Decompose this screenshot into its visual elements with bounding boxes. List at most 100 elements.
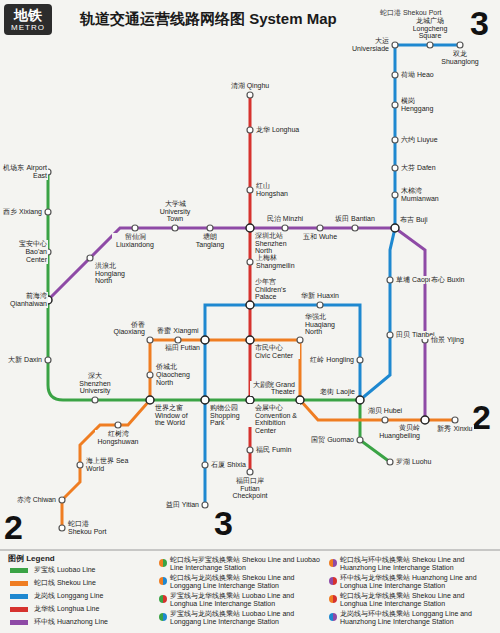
station-dot: [247, 92, 253, 98]
station-name: 荷坳 Heao: [400, 71, 435, 79]
station-dot: [202, 502, 208, 508]
station-name: 大新 Daxin: [7, 356, 43, 364]
legend-swatch: [10, 581, 28, 586]
legend-swatch: [10, 620, 28, 625]
station-dot: [172, 225, 178, 231]
station-dot: [45, 209, 51, 215]
station-name: 赤湾 Chiwan: [16, 496, 57, 504]
metro-logo: 地铁METRO: [4, 4, 52, 35]
interchange-station: [356, 396, 364, 404]
legend-text: 环中线 Huanzhong Line: [34, 618, 108, 626]
station-dot: [202, 462, 208, 468]
station-dot: [382, 417, 388, 423]
station-dot: [392, 72, 398, 78]
station-name: 清湖 Qinghu: [230, 82, 271, 90]
station-name: 世界之窗 Window of the World: [154, 404, 200, 427]
station-name: 华强北 Huaqiang North: [304, 313, 350, 336]
station-name: 市民中心 Civic Center: [254, 344, 300, 359]
station-name: 国贸 Guomao: [310, 436, 355, 444]
interchange-icon-half: [159, 613, 163, 621]
line-5: [48, 228, 425, 420]
station-dot: [427, 42, 433, 48]
interchange-icon-half: [163, 613, 167, 621]
logo-chinese: 地铁: [11, 7, 45, 23]
interchange-station: [246, 396, 254, 404]
station-name: 红树湾 Hongshuwan: [95, 430, 141, 445]
station-dot: [392, 165, 398, 171]
station-name: 购物公园 Shopping Park: [209, 404, 255, 427]
legend-text: 环中线与龙华线换乘站 Huanzhong Line and Longhua Li…: [340, 574, 492, 589]
interchange-icon-half: [333, 577, 337, 585]
legend-text: 蛇口线与龙华线换乘站 Shekou Line and Longhua Line …: [340, 592, 492, 607]
station-name: 黄贝岭 Huangbeiling: [375, 424, 421, 439]
line-number: 2: [4, 510, 23, 544]
station-name: 华新 Huaxin: [300, 292, 340, 300]
interchange-station: [391, 224, 399, 232]
legend-text: 蛇口线与环中线换乘站 Shekou Line and Huanzhong Lin…: [340, 556, 492, 571]
interchange-station: [421, 416, 429, 424]
interchange-station: [246, 301, 254, 309]
legend-swatch: [10, 568, 28, 573]
station-dot: [392, 42, 398, 48]
interchange-icon-half: [163, 595, 167, 603]
station-dot: [59, 525, 65, 531]
station-name: 福田 Futian: [164, 344, 201, 352]
legend-divider: [0, 550, 500, 551]
station-dot: [247, 469, 253, 475]
station-name: 前海湾 Qianhaiwan: [2, 292, 48, 307]
legend-text: 罗宝线与龙华线换乘站 Luobao Line and Longhua Line …: [170, 592, 322, 607]
station-name: 海上世界 Sea World: [85, 457, 131, 472]
legend-text: 罗宝线与龙岗线换乘站 Luobao Line and Longgang Line…: [170, 610, 322, 625]
station-name: 大芬 Dafen: [400, 164, 437, 172]
legend-text: 龙岗线 Longgang Line: [34, 592, 103, 600]
legend-swatch: [10, 607, 28, 612]
interchange-icon-half: [333, 613, 337, 621]
station-name: 坂田 Bantian: [334, 215, 376, 223]
station-name: 大学城 University Town: [152, 200, 198, 223]
station-name: 新秀 Xinxiu: [436, 425, 473, 433]
station-name: 塘朗 Tanglang: [187, 233, 233, 248]
station-name: 大剧院 Grand Theater: [250, 381, 296, 396]
station-dot: [247, 447, 253, 453]
logo-latin: METRO: [11, 23, 45, 32]
station-dot: [357, 357, 363, 363]
station-name: 龙华 Longhua: [255, 126, 300, 134]
station-name: 湖贝 Hubei: [367, 407, 403, 415]
station-name: 木棉湾 Mumianwan: [400, 187, 446, 202]
station-name: 五和 Wuhe: [302, 233, 338, 241]
station-dot: [392, 192, 398, 198]
station-name: 红岭 Hongling: [309, 356, 355, 364]
legend-text: 龙华线 Longhua Line: [34, 605, 99, 613]
line-3: [205, 45, 460, 505]
station-name: 机场东 Airport East: [2, 164, 48, 179]
station-name: 蛇口港 Shekou Port: [67, 520, 113, 535]
station-name: 深大 Shenzhen University: [72, 372, 118, 395]
station-dot: [175, 337, 181, 343]
station-name: 双龙 Shuanglong: [437, 50, 483, 65]
station-dot: [147, 337, 153, 343]
station-dot: [387, 332, 393, 338]
station-name: 龙城广场 Longcheng Square: [407, 17, 453, 40]
interchange-icon-half: [329, 595, 333, 603]
station-name: 少年宫 Children's Palace: [254, 278, 300, 301]
station-dot: [387, 459, 393, 465]
station-name: 会展中心 Convention & Exhibition Center: [254, 404, 300, 435]
legend-text: 蛇口线与罗宝线换乘站 Shekou Line and Luobao Line I…: [170, 556, 322, 571]
station-dot: [457, 42, 463, 48]
station-dot: [45, 357, 51, 363]
station-dot: [247, 127, 253, 133]
interchange-icon-half: [333, 559, 337, 567]
station-name: 布吉 Buji: [399, 216, 429, 224]
station-dot: [207, 225, 213, 231]
interchange-icon-half: [333, 595, 337, 603]
station-name: 民治 Minzhi: [266, 215, 304, 223]
station-name: 侨香 Qiaoxiang: [100, 321, 146, 336]
station-name: 石厦 Shixia: [210, 461, 247, 469]
legend-text: 蛇口线与龙岗线换乘站 Shekou Line and Longgang Line…: [170, 574, 322, 589]
station-dot: [92, 397, 98, 403]
station-dot: [282, 225, 288, 231]
station-name: 洪浪北 Honglang North: [94, 262, 140, 285]
station-name: 红山 Hongshan: [255, 182, 301, 197]
station-name: 福民 Fumin: [255, 446, 292, 454]
interchange-station: [201, 336, 209, 344]
